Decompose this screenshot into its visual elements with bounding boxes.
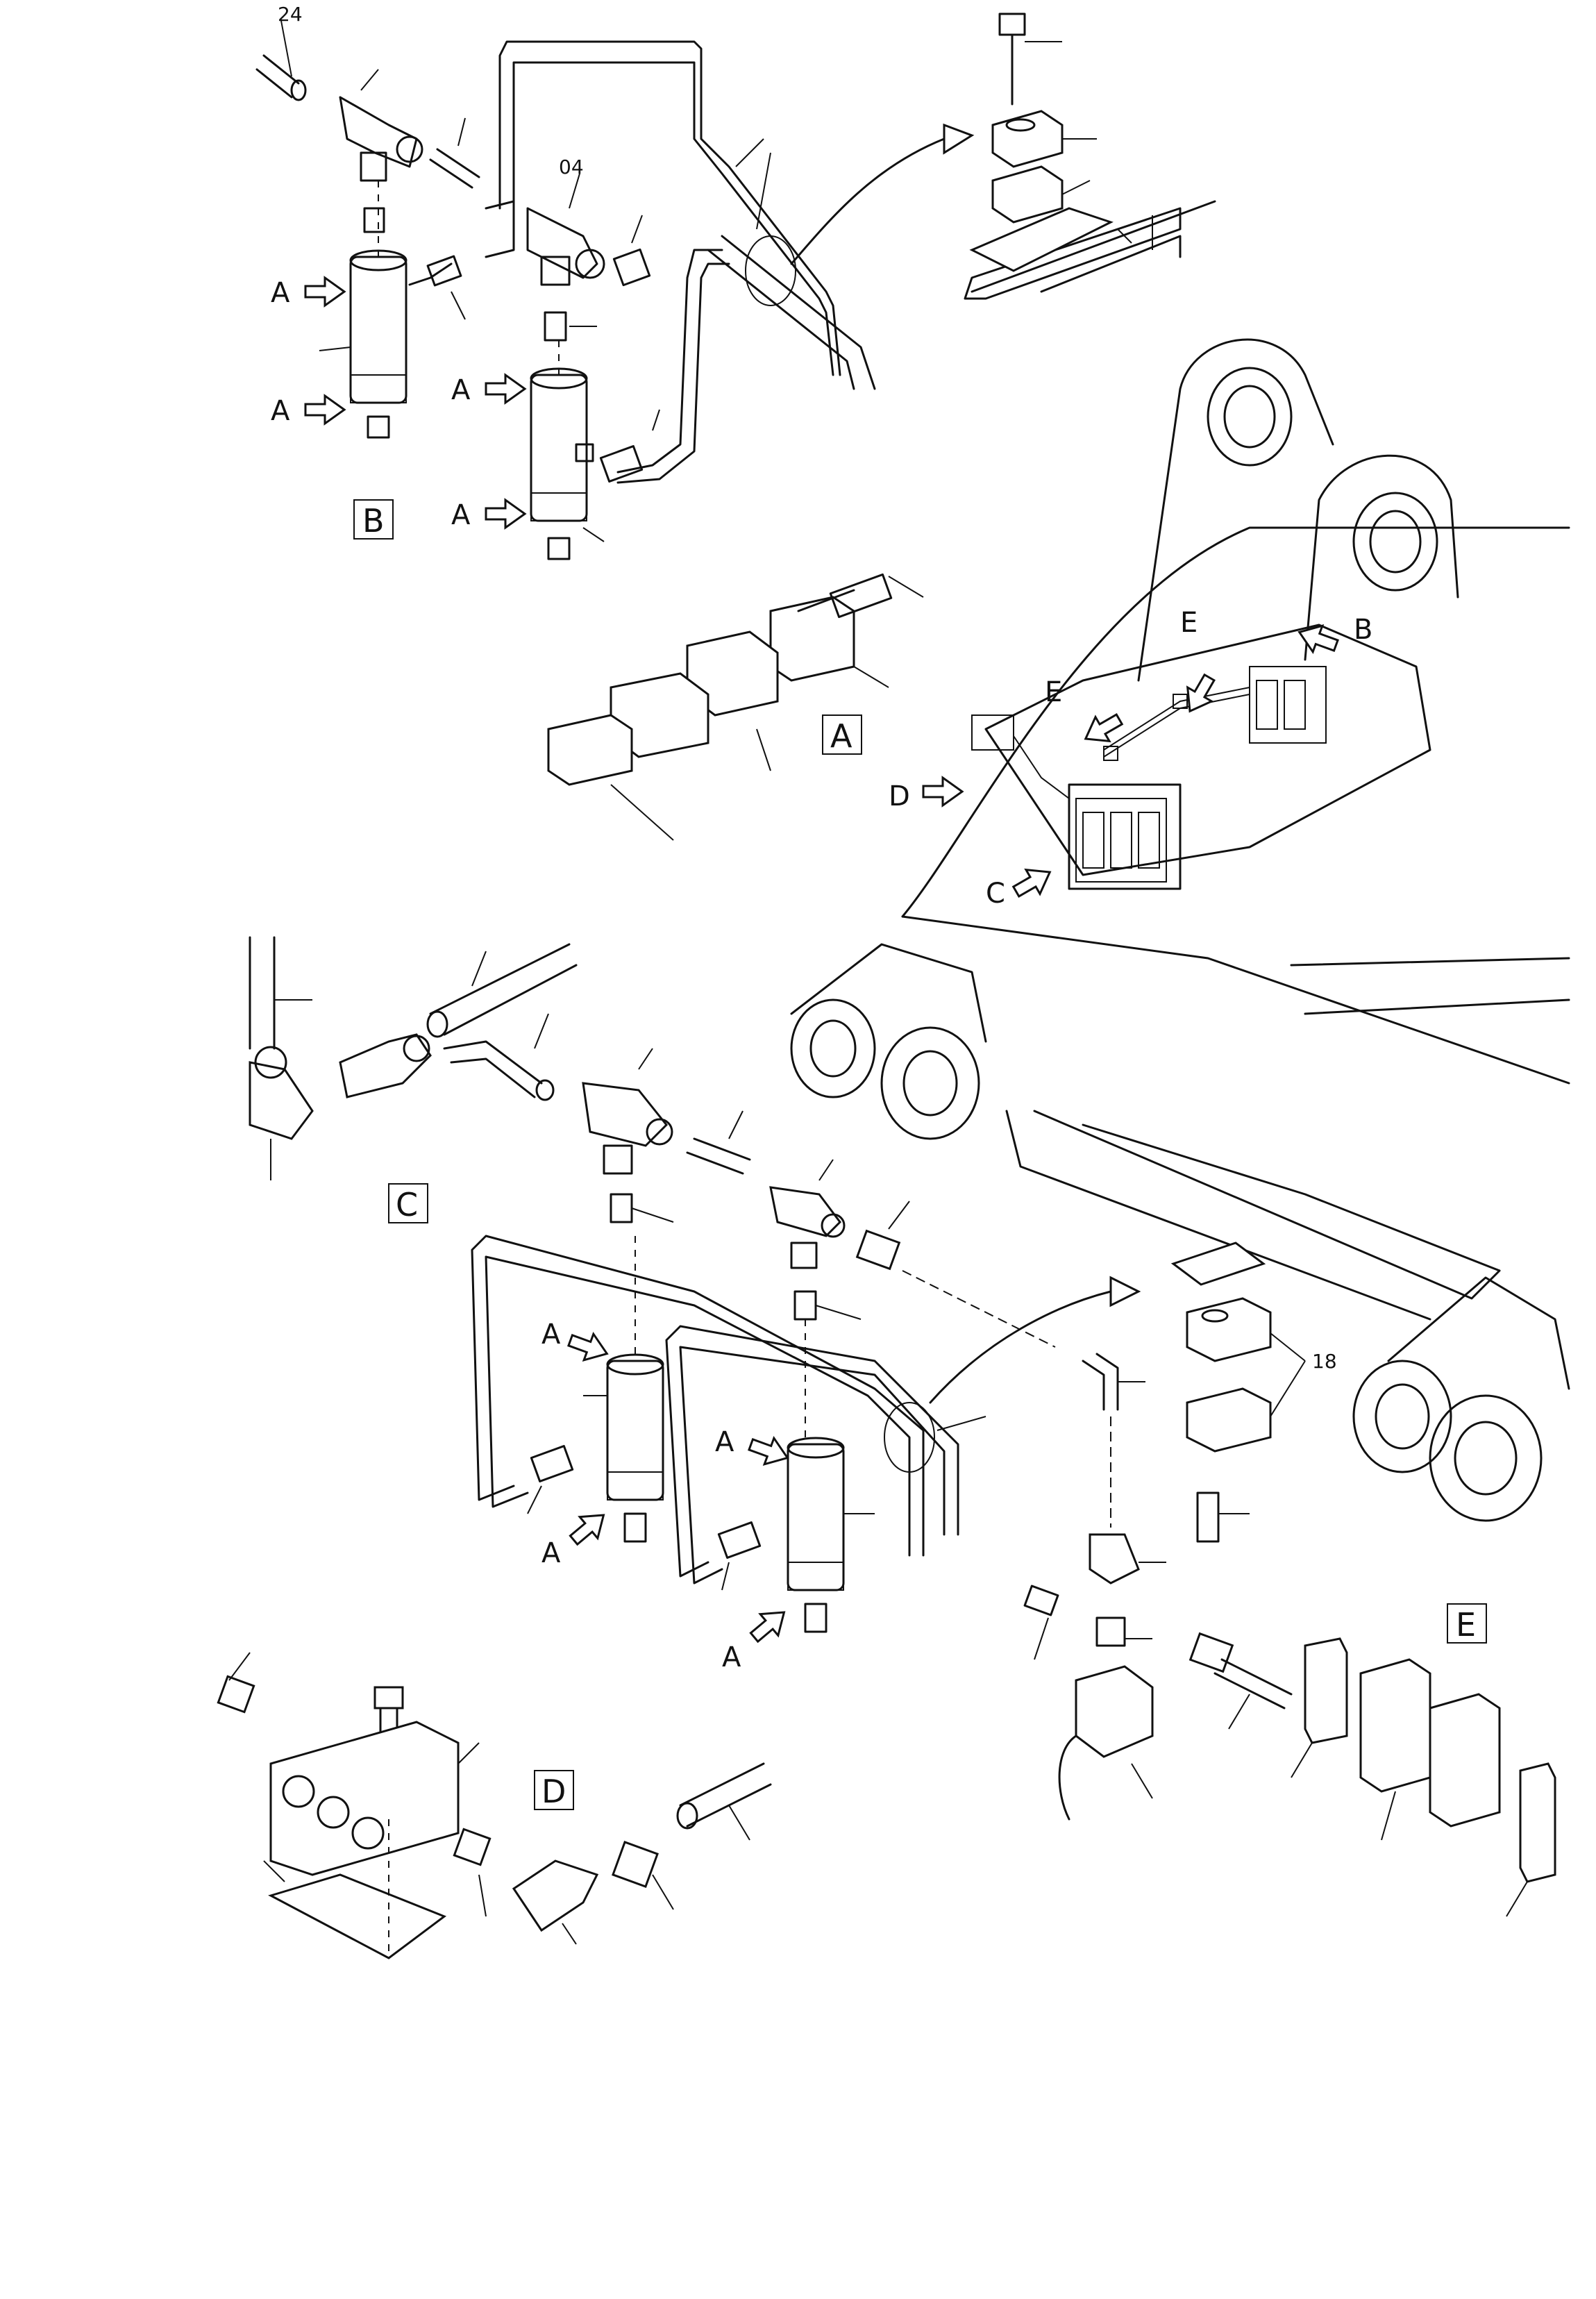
view-d-box <box>534 1770 574 1810</box>
tee-sensor <box>1089 1533 1140 1585</box>
plate-a-right <box>769 596 855 682</box>
view-a-box <box>822 714 862 755</box>
view-a-assembly <box>547 573 924 841</box>
machine-callout-b: B <box>1354 614 1372 646</box>
filter-b-left <box>349 256 408 404</box>
nut-c <box>855 1229 901 1271</box>
clamp-detail-18 <box>1023 1242 1306 1821</box>
clamp-e-half-2 <box>1429 1693 1501 1828</box>
clamp-e-2 <box>1173 694 1188 709</box>
bolt-head-d <box>373 1686 404 1709</box>
valve-group-b <box>1249 666 1327 744</box>
plate-a-left <box>547 714 633 786</box>
nipple-b2 <box>544 311 567 342</box>
arrow-label-a-3: A <box>451 374 471 406</box>
view-b-label: B <box>362 502 385 540</box>
clamp-top-half <box>991 110 1064 168</box>
filter-c-left <box>606 1360 664 1501</box>
detail-circle-c <box>884 1402 935 1473</box>
manifold-block-d <box>269 1721 460 1876</box>
pin-joint-right-1 <box>1352 1360 1452 1473</box>
tee-fitting-b2 <box>526 207 598 279</box>
elbow-c-1 <box>249 1061 314 1140</box>
clamp-e-1 <box>1103 746 1118 761</box>
fitting-d-1 <box>217 1675 255 1714</box>
arrow-label-a-4: A <box>451 499 471 531</box>
tee-c-1 <box>582 1082 669 1147</box>
tee-c-2 <box>769 1186 841 1237</box>
clamp-top-18 <box>1186 1297 1272 1362</box>
view-e-box <box>1447 1603 1487 1644</box>
arrow-label-a-1: A <box>271 277 290 309</box>
view-d-label: D <box>541 1773 566 1810</box>
clamp-pad-18 <box>1170 1242 1266 1286</box>
view-e-assembly <box>1188 1632 1556 1917</box>
plate-e-right <box>1519 1762 1556 1883</box>
machine-callout-e-upper: E <box>1180 607 1198 639</box>
part-number-18: 18 <box>1312 1350 1337 1373</box>
machine-callout-e-lower: E <box>1045 676 1062 708</box>
machine-callout-c: C <box>986 878 1005 910</box>
view-b-box <box>353 499 394 540</box>
arrow-label-a-6: A <box>541 1537 561 1569</box>
filter-c-right <box>787 1443 845 1591</box>
plate-e-left <box>1304 1637 1348 1744</box>
view-d-assembly <box>217 1652 772 1959</box>
pin-hole-upper-right <box>1352 492 1438 592</box>
machine-frame <box>790 338 1570 1522</box>
arrow-label-a-2: A <box>271 395 290 427</box>
valve-d <box>971 714 1014 751</box>
elbow-d <box>512 1859 599 1932</box>
detail-circle-b <box>745 235 796 306</box>
console-plate <box>984 624 1431 876</box>
arrow-label-a-7: A <box>715 1426 734 1458</box>
arrow-label-a-5: A <box>541 1319 561 1351</box>
detail-arrow-c <box>1109 1276 1141 1307</box>
pin-joint-right-2 <box>1429 1394 1543 1522</box>
part-number-04: 04 <box>559 156 584 178</box>
elbow-c-2 <box>339 1033 432 1098</box>
nipple-b1 <box>363 207 385 233</box>
clamp-bottom-18 <box>1186 1387 1272 1453</box>
pin-hole-upper-left <box>1207 367 1293 467</box>
tee-fitting-b1 <box>339 96 418 168</box>
bolt-a <box>829 573 893 619</box>
base-plate-d <box>268 1873 447 1959</box>
view-c-box <box>388 1183 428 1223</box>
pin-joint-left-2 <box>880 1026 980 1140</box>
clamp-bolt-head <box>998 12 1026 36</box>
view-c-label: C <box>396 1186 418 1223</box>
bolt-head-e <box>1188 1632 1234 1673</box>
detail-arrow-b <box>943 123 975 155</box>
clamp-bottom-half <box>991 165 1064 224</box>
view-c-assembly <box>249 936 1141 1644</box>
view-e-label: E <box>1456 1606 1476 1644</box>
clamp-e-half-1 <box>1359 1658 1431 1793</box>
arrow-label-a-8: A <box>722 1641 741 1673</box>
clamp-base-plate <box>969 207 1114 272</box>
part-number-24: 24 <box>278 3 303 26</box>
valve-group-c <box>1075 798 1167 883</box>
view-b-assembly <box>255 20 975 560</box>
view-a-label: A <box>830 717 852 755</box>
filter-b-right <box>530 374 588 522</box>
pressure-switch <box>1075 1665 1154 1758</box>
machine-callout-d: D <box>889 780 910 812</box>
clamp-detail-top <box>964 12 1216 300</box>
clamp-bolt-18 <box>1196 1491 1220 1543</box>
pin-joint-left-1 <box>790 998 876 1098</box>
